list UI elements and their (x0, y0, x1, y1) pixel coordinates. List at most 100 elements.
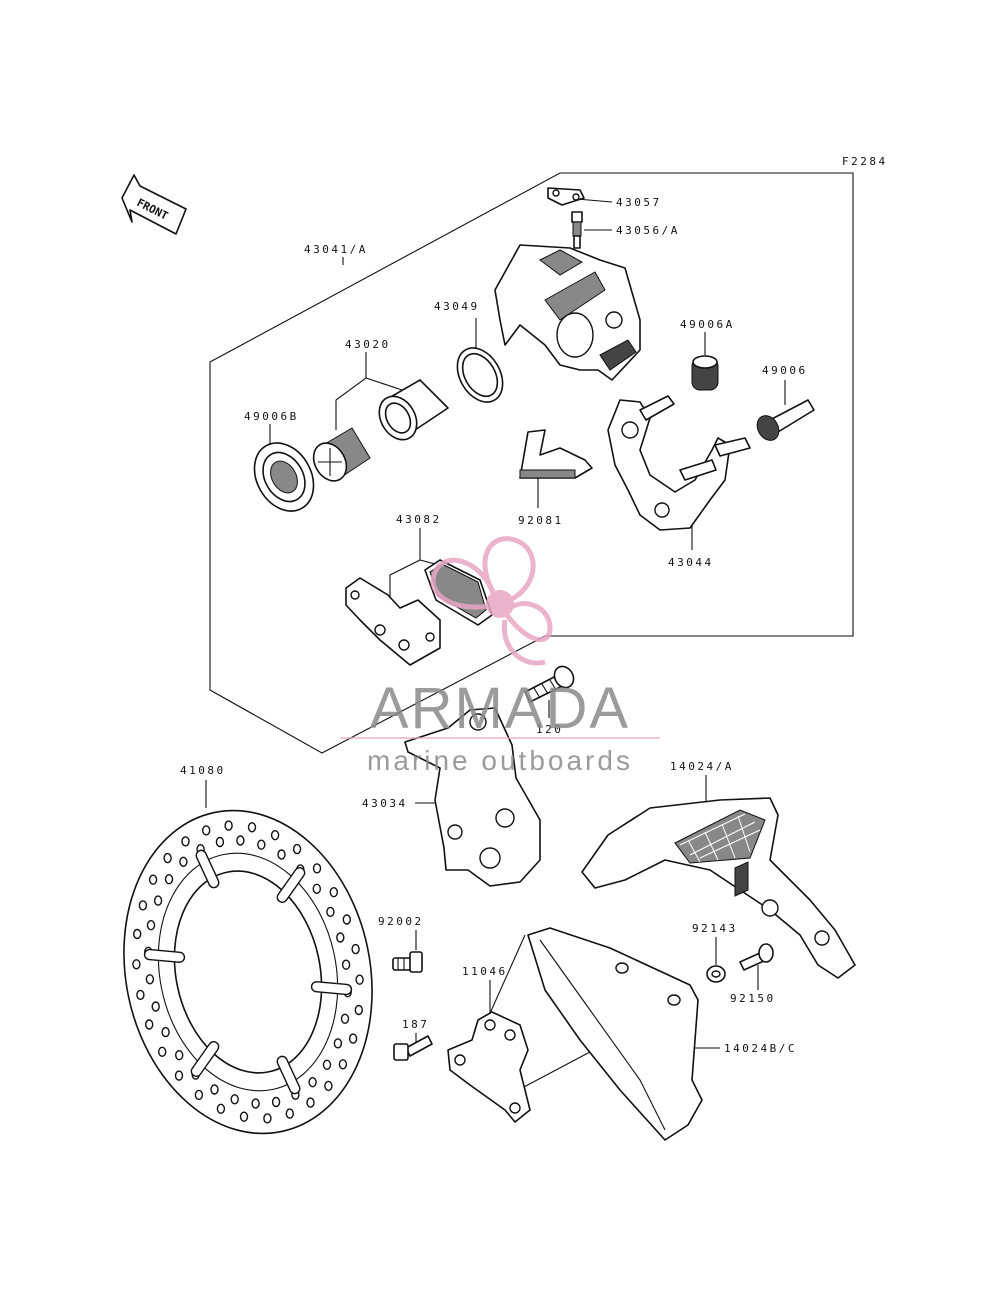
disc-slot (276, 867, 306, 903)
label-43044: 43044 (668, 556, 714, 569)
disc-hole (151, 1001, 160, 1012)
bolt-92002-part (392, 951, 423, 973)
disc-hole (224, 820, 233, 831)
label-43020: 43020 (345, 338, 391, 351)
disc-hole (132, 928, 142, 940)
brake-disc-part (123, 809, 373, 1135)
disc-hole (181, 836, 190, 847)
figure-code: F2284 (842, 155, 888, 168)
disc-hole (148, 874, 158, 885)
disc-hole (194, 1089, 204, 1101)
disc-slot (276, 1055, 301, 1095)
label-43034: 43034 (362, 797, 408, 810)
disc-hole (338, 1059, 348, 1070)
bolt-92150-part (739, 943, 774, 971)
disc-hole (270, 830, 280, 841)
disc-hole (333, 1038, 343, 1049)
watermark-tagline: marine outboards (367, 745, 633, 776)
disc-hole (341, 959, 351, 970)
disc-guard-part (527, 927, 703, 1141)
bleeder-valve-part (571, 211, 583, 249)
disc-hole (271, 1096, 281, 1108)
label-92002: 92002 (378, 915, 424, 928)
disc-hole (324, 1080, 333, 1092)
disc-slot (195, 849, 220, 889)
label-49006a: 49006A (680, 318, 735, 331)
label-14024bc: 14024B/C (724, 1042, 797, 1055)
label-92081: 92081 (518, 514, 564, 527)
disc-hole (201, 825, 211, 836)
disc-hole (257, 839, 266, 850)
disc-hole (239, 1111, 249, 1122)
disc-hole (322, 1059, 332, 1071)
disc-hole (342, 914, 351, 925)
label-92143: 92143 (692, 922, 738, 935)
disc-hole (236, 835, 245, 846)
mount-bracket-part (404, 707, 541, 887)
disc-hole (306, 1097, 315, 1108)
disc-hole (308, 1076, 317, 1088)
disc-hole (216, 1103, 226, 1115)
disc-hole (336, 932, 345, 943)
brake-pads-part (345, 559, 493, 666)
disc-hole (153, 895, 163, 906)
disc-hole (355, 974, 364, 985)
label-43082: 43082 (396, 513, 442, 526)
disc-hole (174, 1070, 184, 1081)
disc-hole (161, 1026, 170, 1038)
bolt-187-part (393, 1035, 433, 1061)
disc-hole (277, 849, 286, 860)
disc-hole (163, 852, 172, 864)
disc-hole (146, 920, 156, 931)
disc-hole (292, 843, 302, 855)
label-49006: 49006 (762, 364, 808, 377)
disc-hole (340, 1013, 350, 1024)
disc-hole (215, 836, 225, 848)
caliper-bracket-part (607, 395, 751, 531)
label-11046: 11046 (462, 965, 508, 978)
disc-hole (164, 874, 174, 885)
disc-hole (132, 959, 141, 970)
label-120: 120 (536, 723, 563, 736)
part-labels: 43057 43056/A 43041/A 43049 49006A 43020… (180, 196, 808, 1055)
watermark-brand: ARMADA (370, 676, 630, 741)
disc-hole (179, 856, 188, 867)
disc-hole (157, 1046, 167, 1058)
label-43049: 43049 (434, 300, 480, 313)
disc-hole (263, 1113, 272, 1124)
label-14024a: 14024/A (670, 760, 734, 773)
piston-seal-part (456, 347, 504, 403)
boot-a-part (691, 355, 719, 391)
disc-hole (230, 1094, 239, 1105)
pad-spring-part (519, 429, 593, 479)
disc-hole (285, 1108, 294, 1119)
disc-hole (251, 1098, 260, 1109)
disc-hole (312, 863, 322, 874)
disc-hole (210, 1084, 219, 1095)
front-arrow-icon: FRONT (121, 174, 187, 235)
label-43041: 43041/A (304, 243, 368, 256)
label-187: 187 (402, 1018, 429, 1031)
disc-hole (348, 1033, 358, 1044)
disc-hole (351, 943, 360, 955)
disc-hole (145, 974, 155, 985)
disc-hole (354, 1004, 363, 1016)
caliper-assembly-box (209, 172, 854, 754)
chain-guard-part (581, 797, 856, 979)
pin-boot-part (756, 399, 815, 441)
propeller-logo-icon (430, 536, 553, 666)
collar-92143-part (706, 965, 726, 983)
disc-hole (329, 887, 338, 898)
label-43057: 43057 (616, 196, 662, 209)
label-41080: 41080 (180, 764, 226, 777)
disc-hole (136, 989, 145, 1001)
disc-hole (138, 900, 148, 911)
caliper-body-part (494, 244, 641, 381)
boot-b-part (253, 442, 315, 512)
disc-slot (190, 1041, 220, 1077)
disc-slot (143, 948, 186, 963)
disc-hole (174, 1049, 184, 1061)
bolt-120-part (524, 665, 575, 703)
label-49006b: 49006B (244, 410, 299, 423)
